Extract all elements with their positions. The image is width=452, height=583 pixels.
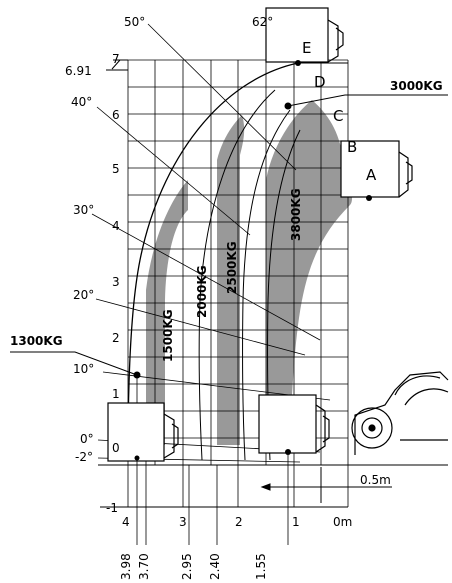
zone-3800kg-band — [266, 100, 353, 445]
reach-envelope — [127, 62, 299, 456]
reach-3.70: 3.70 — [137, 553, 151, 580]
angle-minus-2: -2° — [75, 450, 93, 464]
y-tick-2: 2 — [112, 331, 120, 345]
callout-1300kg: 1300KG — [10, 334, 63, 348]
zone-label-2000kg: 2000KG — [195, 265, 209, 318]
x-tick-4: 4 — [122, 515, 130, 529]
angle-62: 62° — [252, 15, 273, 29]
y-tick-7: 7 — [112, 52, 120, 66]
carriage-A — [340, 140, 413, 198]
zone-label-3800kg: 3800KG — [289, 188, 303, 241]
point-E: E — [302, 39, 311, 57]
angle-10: 10° — [73, 362, 94, 376]
angle-40: 40° — [71, 95, 92, 109]
carriage-lower-right — [258, 394, 330, 454]
y-tick-4: 4 — [112, 219, 120, 233]
y-tick-3: 3 — [112, 275, 120, 289]
callout-3000kg: 3000KG — [390, 79, 443, 93]
angle-50: 50° — [124, 15, 145, 29]
zone-label-2500kg: 2500KG — [225, 241, 239, 294]
x-tick-3: 3 — [179, 515, 187, 529]
scale-bar — [260, 467, 392, 503]
machine-silhouette — [351, 371, 449, 455]
x-tick-1: 1 — [292, 515, 300, 529]
point-D: D — [314, 73, 326, 91]
point-C: C — [333, 107, 343, 125]
reach-2.40: 2.40 — [208, 553, 222, 580]
reach-3.98: 3.98 — [119, 553, 133, 580]
x-tick-0m: 0m — [333, 515, 352, 529]
angle-30: 30° — [73, 203, 94, 217]
angle-0: 0° — [80, 432, 94, 446]
y-tick-minus-1: -1 — [106, 501, 118, 515]
y-tick-0: 0 — [112, 441, 120, 455]
carriage-E — [265, 7, 344, 63]
point-A: A — [366, 166, 377, 184]
reach-1.55: 1.55 — [254, 553, 268, 580]
x-tick-2: 2 — [235, 515, 243, 529]
angle-20: 20° — [73, 288, 94, 302]
scale-label: 0.5m — [360, 473, 391, 487]
y-tick-1: 1 — [112, 387, 120, 401]
y-tick-5: 5 — [112, 162, 120, 176]
zone-2000kg-band — [217, 115, 245, 445]
point-B: B — [347, 138, 357, 156]
reach-2.95: 2.95 — [180, 553, 194, 580]
y-tick-6: 6 — [112, 108, 120, 122]
carriage-lower-left — [107, 402, 179, 462]
zone-label-1500kg: 1500KG — [161, 309, 175, 362]
y-tick-6.91: 6.91 — [65, 64, 92, 78]
callout-leaders — [10, 59, 448, 376]
